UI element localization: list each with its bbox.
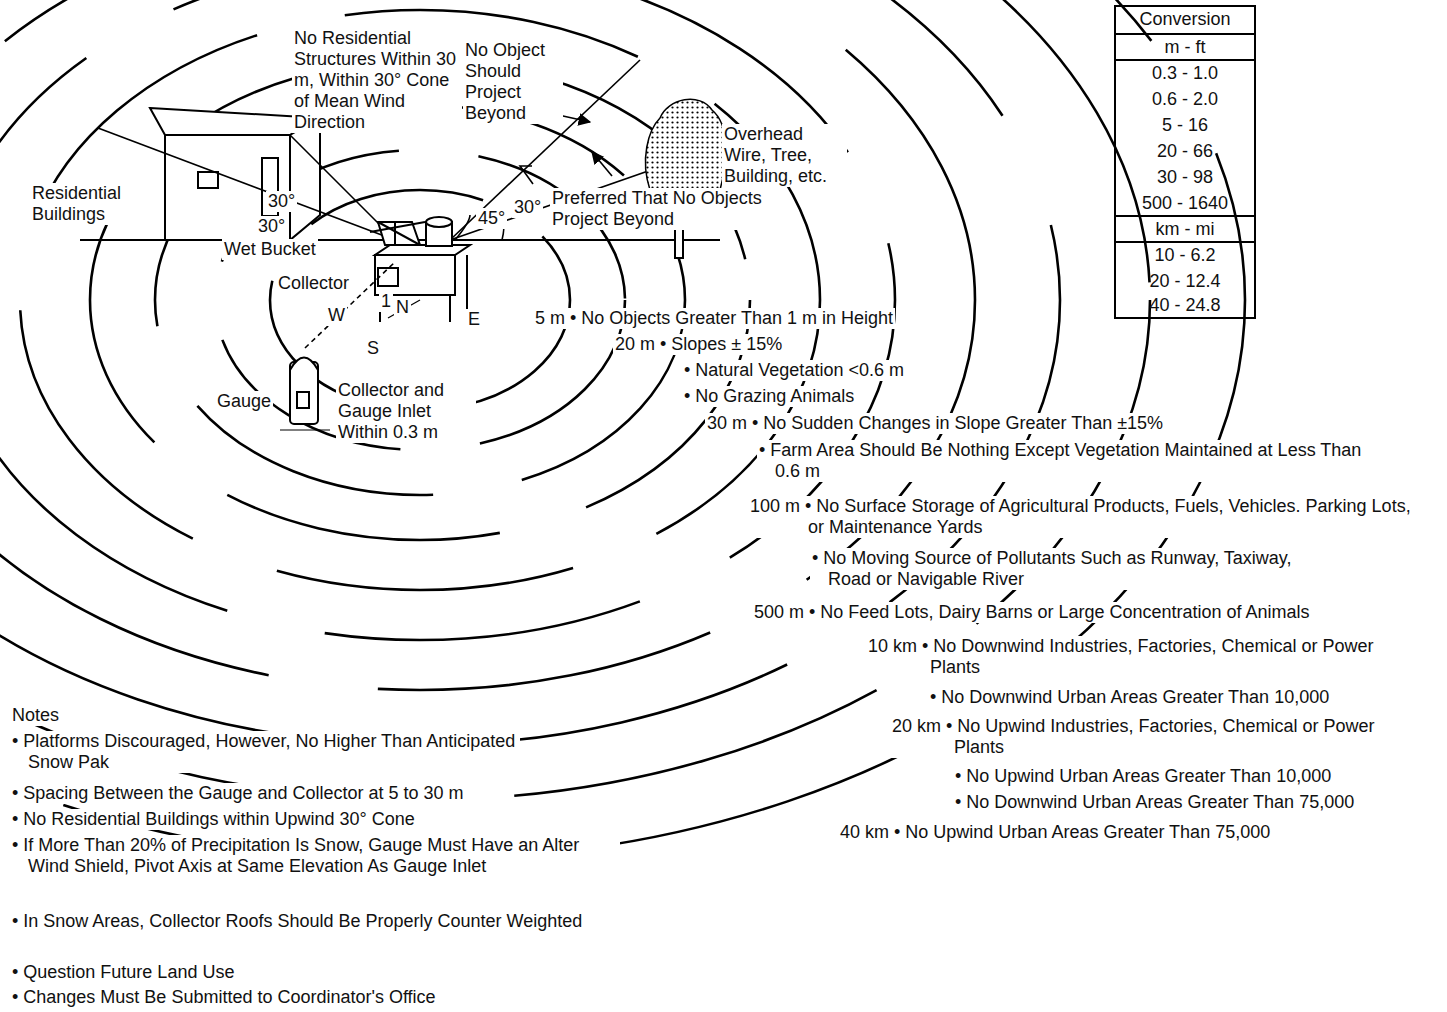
text-label: 45°	[476, 208, 507, 229]
text-label: Collector and Gauge Inlet Within 0.3 m	[336, 380, 476, 443]
text-label: • Natural Vegetation <0.6 m	[682, 360, 906, 381]
text-label: 30°	[266, 191, 297, 212]
table-cell: 5 - 16	[1115, 114, 1255, 136]
text-label: • Platforms Discouraged, However, No Hig…	[10, 731, 520, 773]
text-label: No Residential Structures Within 30 m, W…	[292, 28, 462, 133]
text-label: Notes	[10, 705, 61, 726]
text-label: • Spacing Between the Gauge and Collecto…	[10, 783, 466, 804]
text-label: Collector	[276, 273, 351, 294]
text-label: 30°	[256, 216, 287, 237]
text-label: S	[365, 338, 381, 359]
text-label: • No Residential Buildings within Upwind…	[10, 809, 417, 830]
text-label: • Changes Must Be Submitted to Coordinat…	[10, 987, 438, 1008]
text-label: • No Upwind Urban Areas Greater Than 10,…	[953, 766, 1333, 787]
text-label: • Farm Area Should Be Nothing Except Veg…	[757, 440, 1387, 482]
text-label: Residential Buildings	[30, 183, 140, 225]
text-label: No Object Should Project Beyond	[463, 40, 563, 124]
collector	[370, 217, 470, 322]
text-label: • Question Future Land Use	[10, 962, 236, 983]
text-label: E	[466, 309, 482, 330]
conversion-table	[1115, 6, 1255, 318]
text-label: 10 km • No Downwind Industries, Factorie…	[866, 636, 1416, 678]
text-label: • No Downwind Urban Areas Greater Than 7…	[953, 792, 1356, 813]
text-label: Gauge	[215, 391, 273, 412]
table-cell: 10 - 6.2	[1115, 244, 1255, 266]
text-label: 30 m • No Sudden Changes in Slope Greate…	[705, 413, 1165, 434]
text-label: • In Snow Areas, Collector Roofs Should …	[10, 911, 620, 932]
text-label: 1	[379, 291, 393, 312]
table-cell: 0.3 - 1.0	[1115, 62, 1255, 84]
table-cell: km - mi	[1115, 218, 1255, 240]
text-label: • No Grazing Animals	[682, 386, 856, 407]
text-label: 5 m • No Objects Greater Than 1 m in Hei…	[533, 308, 895, 329]
table-cell: 0.6 - 2.0	[1115, 88, 1255, 110]
text-label: Wet Bucket	[222, 239, 318, 260]
text-label: 40 km • No Upwind Urban Areas Greater Th…	[838, 822, 1272, 843]
text-label: W	[326, 305, 347, 326]
text-label: Overhead Wire, Tree, Building, etc.	[722, 124, 847, 187]
text-label: • No Moving Source of Pollutants Such as…	[810, 548, 1320, 590]
text-label: N	[394, 297, 411, 318]
table-cell: 40 - 24.8	[1115, 294, 1255, 316]
tree	[645, 99, 725, 258]
text-label: 500 m • No Feed Lots, Dairy Barns or Lar…	[752, 602, 1312, 623]
table-cell: 30 - 98	[1115, 166, 1255, 188]
text-label: 100 m • No Surface Storage of Agricultur…	[748, 496, 1428, 538]
table-cell: 20 - 66	[1115, 140, 1255, 162]
text-label: 20 km • No Upwind Industries, Factories,…	[890, 716, 1430, 758]
text-label: • No Downwind Urban Areas Greater Than 1…	[928, 687, 1331, 708]
table-cell: 20 - 12.4	[1115, 270, 1255, 292]
text-label: • If More Than 20% of Precipitation Is S…	[10, 835, 620, 877]
table-cell: Conversion	[1115, 8, 1255, 30]
text-label: 20 m • Slopes ± 15%	[613, 334, 784, 355]
text-label: Preferred That No Objects Project Beyond	[550, 188, 765, 230]
text-label: 30°	[512, 197, 543, 218]
table-cell: m - ft	[1115, 36, 1255, 58]
table-cell: 500 - 1640	[1115, 192, 1255, 214]
